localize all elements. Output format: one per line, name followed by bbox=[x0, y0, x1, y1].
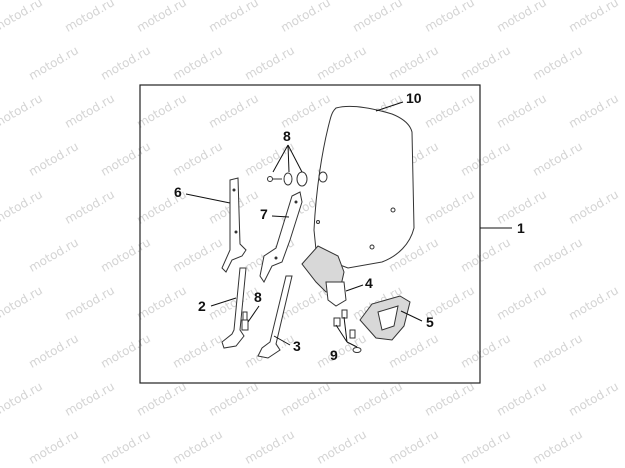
bolts-9-part bbox=[333, 309, 362, 353]
callout-7: 7 bbox=[260, 206, 268, 222]
callout-2: 2 bbox=[198, 298, 206, 314]
arm-6-part bbox=[221, 177, 247, 273]
callout-8-upper: 8 bbox=[283, 128, 291, 144]
callout-4: 4 bbox=[365, 275, 373, 291]
rod-3-part bbox=[257, 275, 293, 359]
windscreen-part bbox=[313, 105, 415, 269]
bracket-5-part bbox=[359, 295, 411, 341]
diagram-frame bbox=[139, 84, 481, 384]
screw-8-lower-part bbox=[241, 311, 249, 331]
rod-2-part bbox=[221, 267, 247, 349]
callout-1: 1 bbox=[517, 220, 525, 236]
callout-5: 5 bbox=[426, 314, 434, 330]
callout-6: 6 bbox=[174, 184, 182, 200]
callout-10: 10 bbox=[406, 90, 422, 106]
arm-7-part bbox=[259, 191, 303, 283]
hardware-8-upper-part bbox=[267, 171, 328, 187]
callout-9: 9 bbox=[330, 347, 338, 363]
callout-3: 3 bbox=[293, 338, 301, 354]
callout-8-lower: 8 bbox=[254, 289, 262, 305]
leader-lines bbox=[185, 101, 512, 348]
bracket-4-part bbox=[301, 245, 347, 307]
